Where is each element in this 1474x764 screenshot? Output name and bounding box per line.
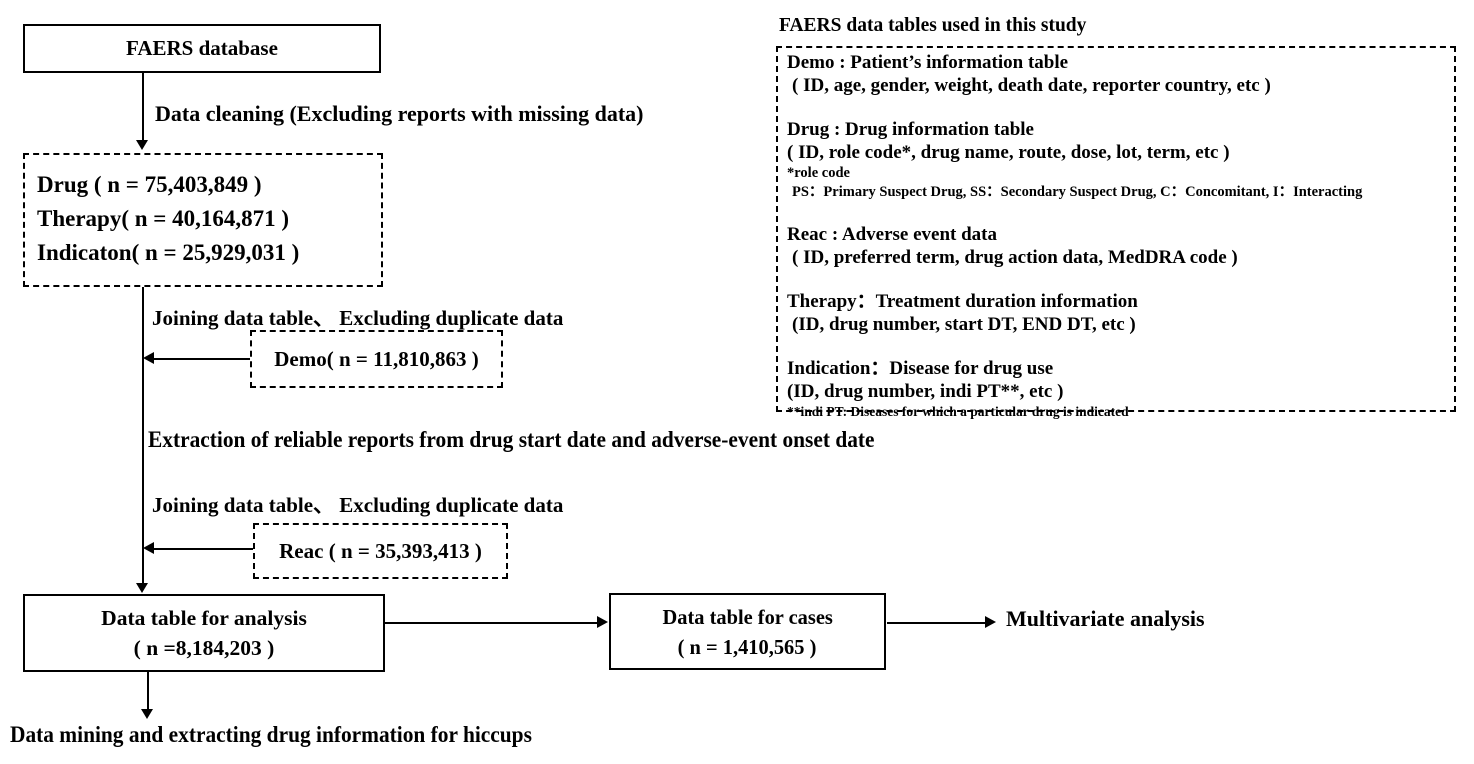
rp-drug-title: Drug : Drug information table [787,119,1034,140]
arrow-faers-to-source-line [142,73,144,141]
arrow-analysis-to-cases-line [385,622,597,624]
analysis-box-count: ( n =8,184,203 ) [133,636,275,660]
rp-role-code-detail: PS：Primary Suspect Drug, SS：Secondary Su… [792,184,1363,200]
joining-label-2: Joining data table、 Excluding duplicate … [152,493,564,517]
arrow-cases-to-multivariate-head-icon [985,616,996,628]
arrow-analysis-to-mining-head-icon [141,709,153,719]
analysis-box-title: Data table for analysis [101,606,307,630]
rp-drug-fields: ( ID, role code*, drug name, route, dose… [787,142,1230,163]
multivariate-label: Multivariate analysis [1006,606,1205,631]
rp-indication-title: Indication：Disease for drug use [787,358,1054,379]
demo-box-label: Demo( n = 11,810,863 ) [274,346,479,371]
arrow-source-to-analysis-line [142,287,144,584]
rp-indication-fields: (ID, drug number, indi PT**, etc ) [787,381,1064,402]
rp-role-code-note: *role code [787,165,850,181]
right-panel-title: FAERS data tables used in this study [779,15,1087,36]
source-tables-box: Drug ( n = 75,403,849 ) Therapy( n = 40,… [23,153,383,287]
source-therapy-line: Therapy( n = 40,164,871 ) [37,206,290,231]
arrow-cases-to-multivariate-line [887,622,985,624]
arrow-demo-head-icon [143,352,154,364]
faers-database-label: FAERS database [126,36,278,60]
arrow-faers-to-source-head-icon [136,140,148,150]
rp-demo-fields: ( ID, age, gender, weight, death date, r… [792,75,1271,96]
source-drug-line: Drug ( n = 75,403,849 ) [37,172,262,197]
rp-indi-pt-note: **indi PT: Diseases for which a particul… [787,404,1129,419]
rp-therapy-title: Therapy：Treatment duration information [787,291,1138,312]
right-panel-box: Demo : Patient’s information table ( ID,… [776,46,1456,419]
datamining-label: Data mining and extracting drug informat… [10,722,532,747]
reac-box: Reac ( n = 35,393,413 ) [253,523,508,579]
reac-box-label: Reac ( n = 35,393,413 ) [279,538,482,563]
arrow-source-to-analysis-head-icon [136,583,148,593]
rp-reac-title: Reac : Adverse event data [787,224,998,245]
arrow-analysis-to-mining-line [147,672,149,710]
demo-box: Demo( n = 11,810,863 ) [250,330,503,388]
faers-database-box: FAERS database [23,24,381,73]
arrow-reac-to-line [151,548,253,550]
arrow-demo-to-line [151,358,250,360]
rp-spacer [787,336,1454,357]
rp-demo-title: Demo : Patient’s information table [787,52,1069,73]
cases-box-title: Data table for cases [662,604,833,629]
rp-spacer [787,97,1454,118]
data-cleaning-label: Data cleaning (Excluding reports with mi… [155,101,644,126]
arrow-reac-head-icon [143,542,154,554]
cases-box: Data table for cases ( n = 1,410,565 ) [609,593,886,670]
analysis-box: Data table for analysis ( n =8,184,203 ) [23,594,385,672]
source-indication-line: Indicaton( n = 25,929,031 ) [37,240,300,265]
cases-box-count: ( n = 1,410,565 ) [678,634,817,659]
extraction-label: Extraction of reliable reports from drug… [148,427,875,452]
rp-spacer [787,202,1454,223]
rp-spacer [787,269,1454,290]
rp-therapy-fields: (ID, drug number, start DT, END DT, etc … [792,314,1136,335]
joining-label-1: Joining data table、 Excluding duplicate … [152,306,564,330]
rp-reac-fields: ( ID, preferred term, drug action data, … [792,247,1238,268]
arrow-analysis-to-cases-head-icon [597,616,608,628]
